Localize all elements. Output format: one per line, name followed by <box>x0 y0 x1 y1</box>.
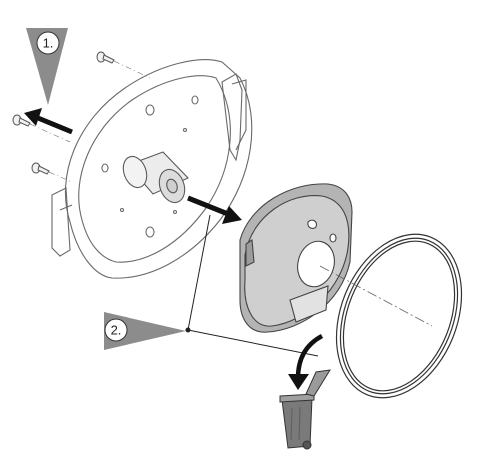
plate-left-clip-edge <box>59 204 73 211</box>
plate-inner-rim <box>78 75 231 263</box>
plate-hub <box>122 151 189 204</box>
bin-body <box>281 397 313 449</box>
gasket-outer <box>335 233 463 399</box>
step-2-leader-lines <box>185 214 319 357</box>
screws <box>12 51 115 175</box>
hub-bore <box>166 178 178 194</box>
bin-lid <box>305 369 331 397</box>
bin-rib-2 <box>298 406 301 441</box>
bin-rib-1 <box>290 407 293 441</box>
waste-bin-icon <box>279 369 331 450</box>
plate-hole-4 <box>145 226 155 238</box>
bin-rim <box>279 393 315 403</box>
disposal-arrow-icon <box>288 334 324 390</box>
insulation-disc <box>239 183 353 333</box>
plate-right-clip-edge <box>231 79 247 151</box>
bin-wheel <box>302 440 312 450</box>
plate-hole-1 <box>145 104 155 116</box>
mounting-plate <box>51 59 253 279</box>
disc-center-hole <box>297 240 335 288</box>
screw-2 <box>12 114 31 127</box>
gasket-ring <box>335 233 463 399</box>
screw-1 <box>96 51 115 64</box>
step-2-badge <box>104 318 128 342</box>
step-2-label: 2. <box>111 323 122 338</box>
plate-left-clip <box>51 187 71 257</box>
plate-hole-2 <box>191 95 199 105</box>
disc-notch <box>245 239 255 267</box>
step-1-badge <box>36 31 60 55</box>
removal-arrows <box>24 108 242 224</box>
plate-right-clip <box>221 73 243 162</box>
disc-mark <box>307 219 317 229</box>
assembly-axis-line <box>319 265 433 327</box>
disc-cutout <box>289 285 329 323</box>
screw-3 <box>31 162 50 175</box>
step-2-callout: 2. <box>104 312 186 350</box>
arrow-icon <box>187 195 242 224</box>
step-2-pointer <box>104 312 186 350</box>
gasket-inner <box>342 240 456 392</box>
plate-hole-7 <box>172 209 178 215</box>
arrow-icon <box>24 108 73 135</box>
plate-hole-3 <box>101 163 109 173</box>
hub-back-face <box>122 155 148 189</box>
step-1-label: 1. <box>43 36 54 51</box>
gasket-mid <box>339 237 459 395</box>
step-1-callout: 1. <box>26 28 68 105</box>
screw-axis-lines <box>29 60 151 183</box>
plate-outline <box>64 59 253 279</box>
plate-hole-6 <box>119 207 125 213</box>
plate-hole-5 <box>182 127 188 133</box>
disc-dot <box>329 233 337 243</box>
